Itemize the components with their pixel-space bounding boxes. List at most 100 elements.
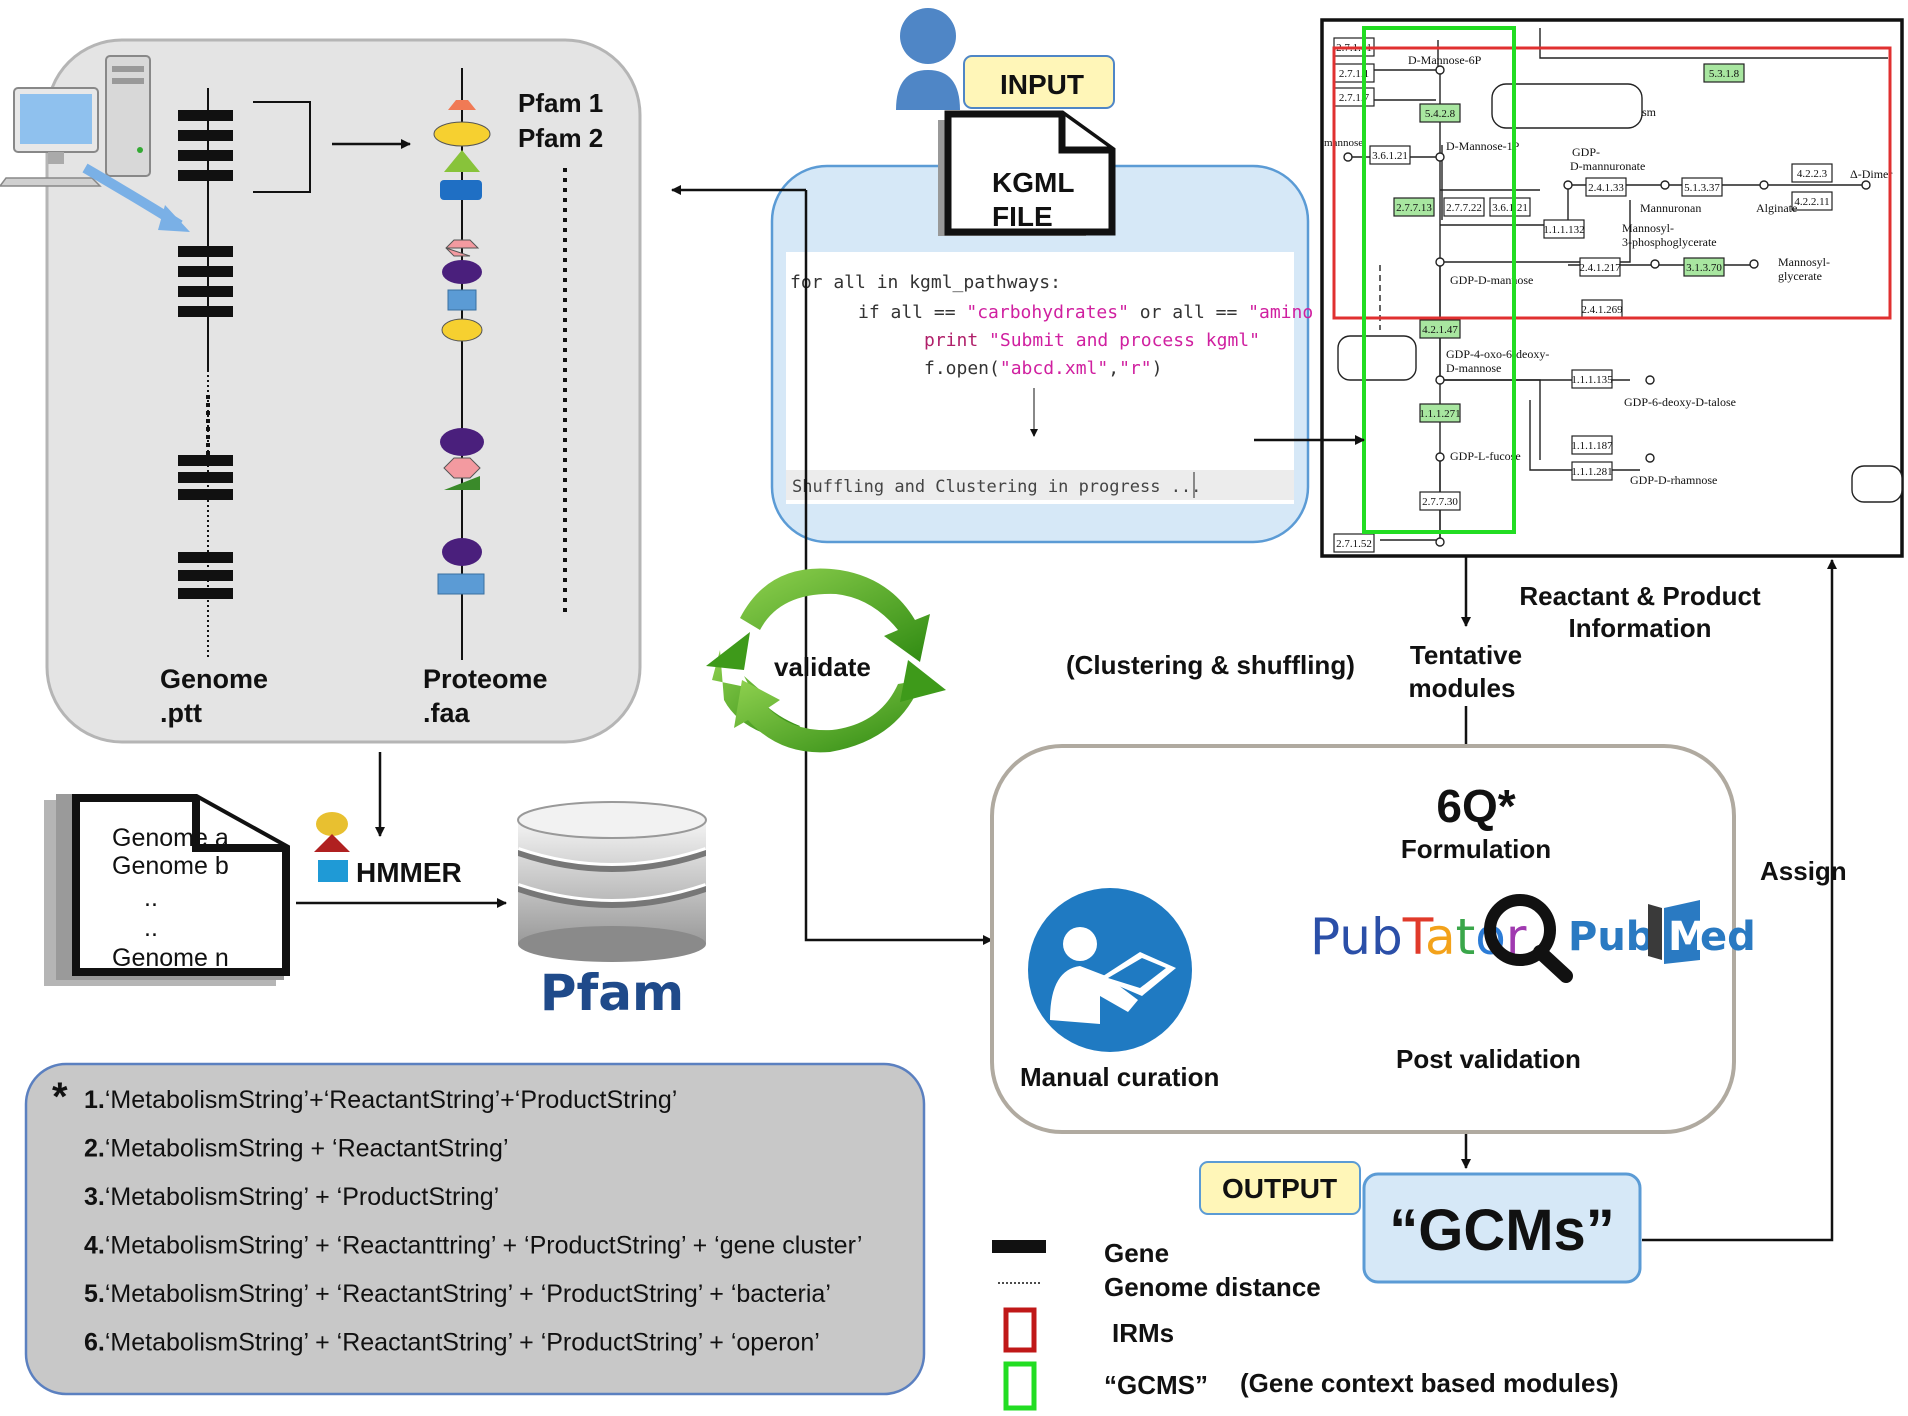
genome-list-item: Genome a: [112, 824, 229, 852]
query-list: 1.‘MetabolismString’+‘ReactantString’+‘P…: [84, 1086, 862, 1357]
genome-files-icon: [44, 794, 290, 986]
kegg-compound-label: GDP-4-oxo-6-deoxy-: [1446, 347, 1549, 361]
genome-ext-label: .ptt: [160, 698, 202, 728]
kegg-ec-label: 2.7.7.22: [1446, 202, 1482, 214]
query-item: 3.‘MetabolismString’ + ‘ProductString’: [84, 1183, 499, 1211]
gcm-outline: [1362, 26, 1516, 534]
kegg-compound-label: mannose: [1324, 137, 1363, 149]
genome-list-item: ..: [144, 884, 158, 912]
code-line-4: f.open("abcd.xml","r"): [924, 358, 1162, 379]
sixq-label: 6Q*: [1436, 780, 1515, 832]
legend-gcm-desc: (Gene context based modules): [1240, 1368, 1619, 1398]
kegg-compound-label: 3-phosphoglycerate: [1622, 235, 1717, 249]
kegg-compound-label: Mannuronan: [1640, 201, 1701, 215]
kegg-ec-box: [1571, 435, 1613, 455]
user-icon: [896, 8, 960, 110]
reader-icon: [1028, 888, 1192, 1052]
input-label: INPUT: [1000, 69, 1084, 100]
kegg-compound-label: D-mannuronate: [1570, 159, 1645, 173]
tentative-label: Tentative: [1410, 640, 1522, 670]
kegg-ec-box: [1419, 491, 1461, 511]
proteome-label: Proteome: [423, 664, 548, 694]
kegg-ec-label: 1.1.1.187: [1571, 440, 1613, 452]
kegg-ec-box: [1369, 145, 1411, 165]
kegg-ec-box: [1543, 219, 1585, 239]
validate-label: validate: [774, 652, 871, 682]
kegg-ec-label: 4.2.2.11: [1794, 196, 1829, 208]
kegg-ec-label: 2.7.1.7: [1339, 92, 1370, 104]
svg-text:ed: ed: [1700, 914, 1756, 960]
kegg-compound-label: GDP-: [1572, 145, 1600, 159]
kegg-ec-label: 3.6.1.21: [1372, 150, 1408, 162]
output-badge: [1199, 1161, 1361, 1215]
legend-gcm-swatch: [1003, 1361, 1037, 1411]
kegg-ec-label: 1.1.1.132: [1543, 224, 1584, 236]
status-bar: [786, 470, 1294, 500]
kegg-compound-label: GDP-D-rhamnose: [1630, 473, 1717, 487]
gene-block: [178, 110, 233, 599]
pfam2-label: Pfam 2: [518, 123, 603, 153]
legend-gene-swatch: [992, 1240, 1046, 1253]
kegg-ec-box: [1489, 197, 1531, 217]
kegg-compound-label: Mannosyl-: [1778, 255, 1830, 269]
kegg-ec-label: 2.7.7.30: [1422, 496, 1458, 508]
kegg-ec-box: [1585, 177, 1627, 197]
kegg-ec-box: [1393, 197, 1435, 217]
legend-gcm-label: “GCMS”: [1104, 1370, 1208, 1400]
kegg-ec-box: [1683, 257, 1725, 277]
kegg-ec-label: 2.7.1.52: [1336, 538, 1372, 550]
kegg-ec-label: 5.1.3.37: [1684, 182, 1720, 194]
computer-icon: [0, 55, 190, 232]
pfam1-label: Pfam 1: [518, 88, 603, 118]
kegg-ec-label: 1.1.1.281: [1571, 466, 1612, 478]
kegg-ec-box: [1791, 163, 1833, 183]
query-item: 2.‘MetabolismString + ‘ReactantString’: [84, 1135, 509, 1163]
legend-irm-label: IRMs: [1112, 1318, 1174, 1348]
kegg-pathway-box: [1337, 335, 1417, 381]
kegg-compound-label: GDP-L-fucose: [1450, 449, 1521, 463]
kegg-ec-box: [1681, 177, 1723, 197]
pubmed-logo: Pub M ed: [1568, 900, 1756, 964]
kegg-ec-box: [1419, 103, 1461, 123]
kgml-label: KGML: [992, 167, 1074, 198]
kegg-ec-box: [1419, 403, 1461, 423]
kegg-ec-label: 4.2.2.3: [1797, 168, 1828, 180]
proteome-track: [433, 68, 567, 660]
hmmer-label: HMMER: [356, 857, 462, 888]
kegg-compound-label: Δ-Dimer: [1850, 167, 1892, 181]
query-item: 5.‘MetabolismString’ + ‘ReactantString’ …: [84, 1280, 831, 1308]
validate-cycle-icon: [706, 568, 946, 753]
manual-curation-label: Manual curation: [1020, 1062, 1219, 1092]
genome-track: [178, 88, 411, 660]
kegg-compound-label: D-mannose: [1446, 361, 1501, 375]
hmmer-icon: [314, 812, 350, 882]
kegg-ec-box: [1443, 197, 1485, 217]
kegg-ec-label: 3.1.3.70: [1686, 262, 1722, 274]
legend-distance-label: Genome distance: [1104, 1272, 1321, 1302]
kegg-ec-label: 5.3.1.8: [1709, 68, 1740, 80]
kegg-ec-box: [1419, 319, 1461, 339]
information-label: Information: [1569, 613, 1712, 643]
kegg-compound-label: GDP-6-deoxy-D-talose: [1624, 395, 1736, 409]
kegg-pathway-box: [1491, 83, 1643, 129]
assign-label: Assign: [1760, 856, 1847, 886]
kegg-ec-label: 1.1.1.135: [1571, 374, 1613, 386]
curation-panel: [990, 744, 1736, 1134]
kegg-ec-label: 1.1.1.271: [1419, 408, 1460, 420]
code-editor: [786, 252, 1294, 504]
code-line-2: if all == "carbohydrates" or all == "ami…: [858, 302, 1400, 323]
kegg-ec-label: 2.7.7.13: [1396, 202, 1432, 214]
gcms-output-box: [1362, 1172, 1642, 1284]
svg-text:M: M: [1668, 914, 1708, 960]
genome-list-item: Genome b: [112, 852, 229, 880]
query-item: 6.‘MetabolismString’ + ‘ReactantString’ …: [84, 1329, 820, 1357]
kegg-compound-label: GDP-D-mannose: [1450, 273, 1533, 287]
post-validation-label: Post validation: [1396, 1044, 1581, 1074]
kegg-compound-label: D-Mannose-1P: [1446, 139, 1520, 153]
query-panel: [24, 1062, 926, 1396]
genome-list-item: ..: [144, 914, 158, 942]
status-text: Shuffling and Clustering in progress ...: [792, 477, 1201, 497]
kegg-compound-label: D-Mannose-6P: [1408, 53, 1482, 67]
